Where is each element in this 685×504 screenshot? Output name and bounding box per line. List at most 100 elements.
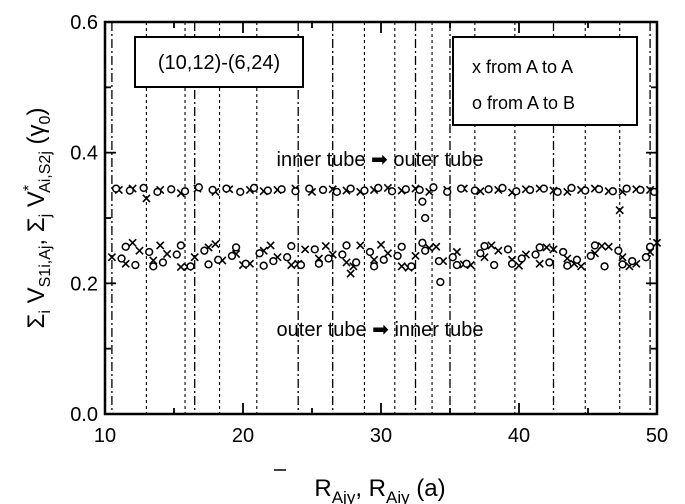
point-a-to-b	[131, 260, 140, 270]
annotation-outer-to-inner: outer tube ➡ inner tube	[277, 319, 484, 341]
system-label-box	[134, 36, 304, 88]
point-a-to-b	[600, 262, 609, 271]
point-a-to-b	[567, 183, 576, 193]
point-a-to-b	[310, 245, 319, 254]
point-a-to-b	[360, 186, 369, 195]
point-a-to-b	[535, 243, 544, 252]
point-a-to-b	[180, 187, 190, 196]
legend-box	[452, 36, 638, 126]
point-a-to-a	[211, 239, 220, 249]
point-a-to-a	[287, 260, 296, 270]
point-a-to-b	[324, 254, 333, 263]
point-a-to-b	[338, 250, 347, 259]
x-axis-title: RAjy, RAiy (a)	[314, 475, 445, 504]
point-a-to-a	[618, 253, 627, 262]
point-a-to-b	[387, 187, 397, 196]
point-a-to-b	[563, 261, 572, 270]
point-a-to-a	[142, 194, 151, 203]
point-a-to-b	[346, 184, 355, 193]
point-a-to-b	[622, 184, 631, 193]
point-a-to-b	[296, 260, 306, 270]
point-a-to-b	[443, 187, 452, 197]
point-a-to-b	[111, 184, 121, 193]
point-a-to-b	[263, 186, 272, 195]
point-a-to-b	[456, 184, 466, 193]
point-a-to-b	[559, 247, 568, 257]
point-a-to-b	[490, 260, 499, 270]
point-a-to-b	[352, 258, 361, 267]
point-a-to-b	[517, 254, 526, 263]
point-a-to-a	[576, 262, 586, 271]
point-a-to-a	[342, 258, 351, 267]
point-a-to-b	[452, 260, 462, 270]
point-a-to-b	[418, 238, 427, 247]
data-points	[107, 62, 662, 287]
point-a-to-b	[369, 262, 379, 271]
point-a-to-b	[277, 185, 286, 194]
point-a-to-a	[604, 242, 613, 251]
point-a-to-b	[418, 197, 427, 206]
point-a-to-b	[125, 186, 134, 195]
point-a-to-b	[194, 183, 203, 192]
point-a-to-a	[383, 249, 393, 258]
point-a-to-a	[563, 254, 572, 263]
x-tick-label: 10	[94, 425, 116, 447]
system-label: (10,12)-(6,24)	[158, 52, 280, 74]
point-a-to-b	[214, 255, 223, 264]
point-a-to-b	[287, 241, 296, 251]
point-a-to-b	[539, 184, 548, 193]
point-a-to-a	[615, 205, 624, 215]
x-tick-label: 40	[508, 425, 530, 447]
point-a-to-b	[470, 186, 479, 195]
y-tick-label: 0.0	[70, 404, 98, 426]
axis-ticks	[104, 21, 658, 415]
point-a-to-b	[484, 185, 493, 194]
point-a-to-b	[434, 256, 444, 266]
point-a-to-b	[586, 251, 595, 261]
y-tick-label: 0.2	[70, 273, 98, 295]
point-a-to-b	[117, 254, 126, 263]
point-a-to-b	[318, 185, 328, 195]
point-a-to-b	[200, 246, 209, 255]
point-a-to-a	[411, 251, 420, 261]
point-a-to-b	[507, 259, 517, 268]
point-a-to-b	[283, 253, 292, 262]
point-a-to-a	[135, 246, 144, 255]
point-a-to-a	[266, 241, 275, 250]
point-a-to-b	[172, 250, 181, 259]
point-a-to-b	[222, 184, 231, 193]
point-a-to-b	[618, 260, 627, 269]
point-a-to-a	[549, 245, 558, 254]
point-a-to-b	[553, 187, 562, 197]
y-axis-title: Σi VS1i,Aj, Σj V*Ai,S2j (γ0)	[21, 108, 54, 329]
point-a-to-b	[462, 259, 471, 268]
point-a-to-a	[176, 262, 186, 272]
point-a-to-b	[365, 247, 375, 257]
point-a-to-b	[259, 261, 268, 270]
point-a-to-b	[393, 251, 402, 261]
point-a-to-a	[369, 255, 379, 264]
point-a-to-b	[512, 187, 521, 196]
point-a-to-b	[421, 213, 430, 223]
point-a-to-b	[186, 262, 195, 271]
point-a-to-b	[208, 185, 217, 195]
point-a-to-b	[153, 187, 162, 197]
point-a-to-b	[429, 183, 438, 192]
point-a-to-b	[594, 185, 604, 194]
point-a-to-b	[269, 256, 278, 266]
point-a-to-b	[401, 185, 410, 194]
point-a-to-b	[503, 245, 513, 254]
point-a-to-b	[628, 256, 637, 266]
point-a-to-b	[480, 241, 489, 251]
legend-entry-a-to-a: x from A to A	[472, 57, 573, 77]
x-tick-label: 50	[646, 425, 668, 447]
point-a-to-a	[149, 256, 158, 265]
point-a-to-a	[542, 243, 551, 252]
point-a-to-b	[227, 251, 237, 261]
x-tick-label: 30	[370, 425, 392, 447]
point-a-to-b	[614, 246, 623, 255]
point-a-to-b	[145, 247, 154, 257]
point-a-to-b	[236, 187, 245, 197]
point-a-to-b	[641, 253, 651, 262]
